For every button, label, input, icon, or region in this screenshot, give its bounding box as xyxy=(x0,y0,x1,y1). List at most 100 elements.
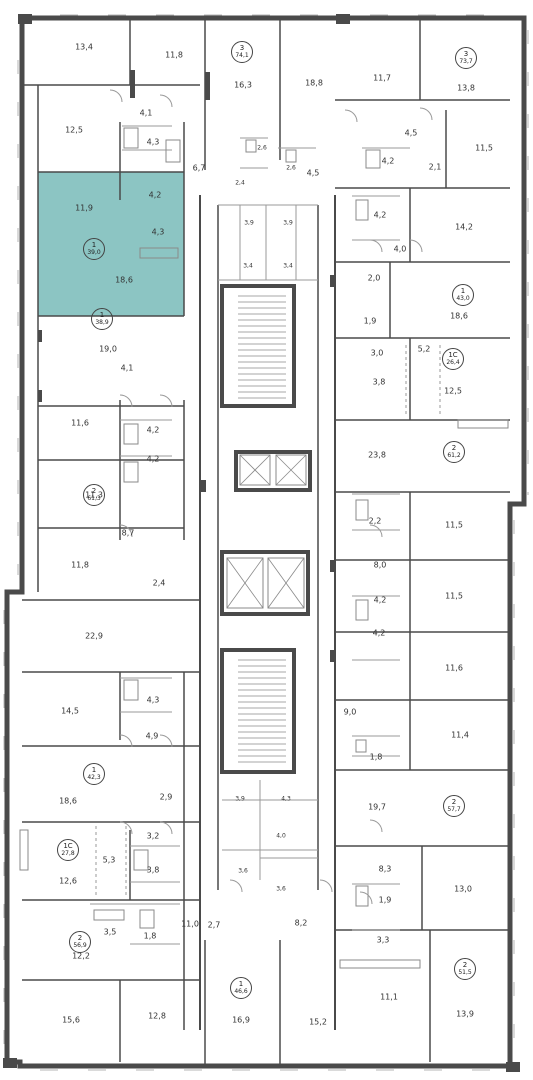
elevator-car xyxy=(226,557,264,609)
room-area-label: 3,0 xyxy=(370,348,384,358)
room-area-label: 3,9 xyxy=(244,219,254,227)
outer-wall xyxy=(4,15,527,1069)
room-area-label: 3,9 xyxy=(235,795,245,803)
room-area-label: 13,0 xyxy=(454,884,472,894)
apartment-room-count: 1С xyxy=(63,842,73,850)
apartment-room-count: 3 xyxy=(463,50,469,58)
apartment-room-count: 1 xyxy=(91,241,97,249)
room-area-label: 8,2 xyxy=(294,918,308,928)
elevator-block-2 xyxy=(220,550,310,616)
room-area-label: 3,4 xyxy=(243,262,253,270)
room-area-label: 4,9 xyxy=(145,731,159,741)
room-area-label: 4,5 xyxy=(404,128,418,138)
apartment-total-area: 26,4 xyxy=(446,359,460,366)
room-area-label: 11,9 xyxy=(75,203,93,213)
room-area-label: 18,6 xyxy=(450,311,468,321)
bathroom-fixture xyxy=(139,909,155,929)
room-area-label: 4,2 xyxy=(148,190,162,200)
room-area-label: 11,0 xyxy=(181,919,199,929)
door-swing xyxy=(159,394,173,408)
bathroom-fixture xyxy=(355,499,369,521)
apartment-total-area: 74,1 xyxy=(235,52,249,59)
room-area-label: 4,3 xyxy=(146,137,160,147)
kitchen-counter xyxy=(139,247,179,259)
apartment-room-count: 2 xyxy=(77,934,83,942)
room-area-label: 4,3 xyxy=(281,795,291,803)
room-area-label: 19,0 xyxy=(99,344,117,354)
room-area-label: 11,8 xyxy=(165,50,183,60)
door-swing xyxy=(369,239,383,253)
wall-stub xyxy=(330,650,336,662)
apartment-room-count: 1 xyxy=(99,311,105,319)
elevator-block-1 xyxy=(234,450,312,492)
room-area-label: 3,2 xyxy=(146,831,160,841)
room-area-label: 4,3 xyxy=(146,695,160,705)
room-area-label: 1,8 xyxy=(369,752,383,762)
highlighted-apartment xyxy=(38,172,184,316)
room-area-label: 4,2 xyxy=(373,210,387,220)
apartment-total-area: 51,5 xyxy=(458,969,472,976)
door-swing xyxy=(119,821,133,835)
elevator-car xyxy=(267,557,305,609)
room-area-label: 16,3 xyxy=(234,80,252,90)
stair-2 xyxy=(220,648,296,774)
room-area-label: 2,0 xyxy=(367,273,381,283)
apartment-room-count: 1 xyxy=(460,287,466,295)
wall-stub xyxy=(38,390,42,402)
room-area-label: 3,6 xyxy=(276,885,286,893)
room-area-label: 3,5 xyxy=(103,927,117,937)
room-area-label: 23,8 xyxy=(368,450,386,460)
kitchen-counter xyxy=(19,829,29,871)
column xyxy=(3,1058,17,1068)
room-area-label: 3,6 xyxy=(238,867,248,875)
apartment-room-count: 3 xyxy=(239,44,245,52)
wall-stub xyxy=(205,72,210,100)
room-area-label: 11,5 xyxy=(475,143,493,153)
door-swing xyxy=(159,821,173,835)
door-swing xyxy=(369,524,383,538)
room-area-label: 2,2 xyxy=(368,516,382,526)
room-area-label: 11,6 xyxy=(445,663,463,673)
stair-1 xyxy=(220,284,296,408)
bathroom-fixture xyxy=(123,679,139,701)
apartment-room-count: 2 xyxy=(451,444,457,452)
bathroom-fixture xyxy=(355,739,367,753)
door-swing xyxy=(159,734,173,748)
bathroom-fixture xyxy=(365,149,381,169)
room-area-label: 4,0 xyxy=(276,832,286,840)
door-swing xyxy=(119,394,133,408)
apartment-total-area: 27,8 xyxy=(61,850,75,857)
wall-stub xyxy=(130,70,135,98)
room-area-label: 4,1 xyxy=(139,108,153,118)
bathroom-fixture xyxy=(355,199,369,221)
room-area-label: 2,4 xyxy=(235,179,245,187)
room-area-label: 14,2 xyxy=(455,222,473,232)
apartment-room-count: 2 xyxy=(91,487,97,495)
kitchen-counter xyxy=(339,959,421,969)
door-swing xyxy=(344,109,358,123)
room-area-label: 11,4 xyxy=(451,730,469,740)
room-area-label: 6,7 xyxy=(192,163,206,173)
apartment-total-area: 38,9 xyxy=(95,319,109,326)
elevator-car xyxy=(275,454,307,486)
elevator-car xyxy=(239,454,271,486)
elevator-cross xyxy=(267,557,305,609)
